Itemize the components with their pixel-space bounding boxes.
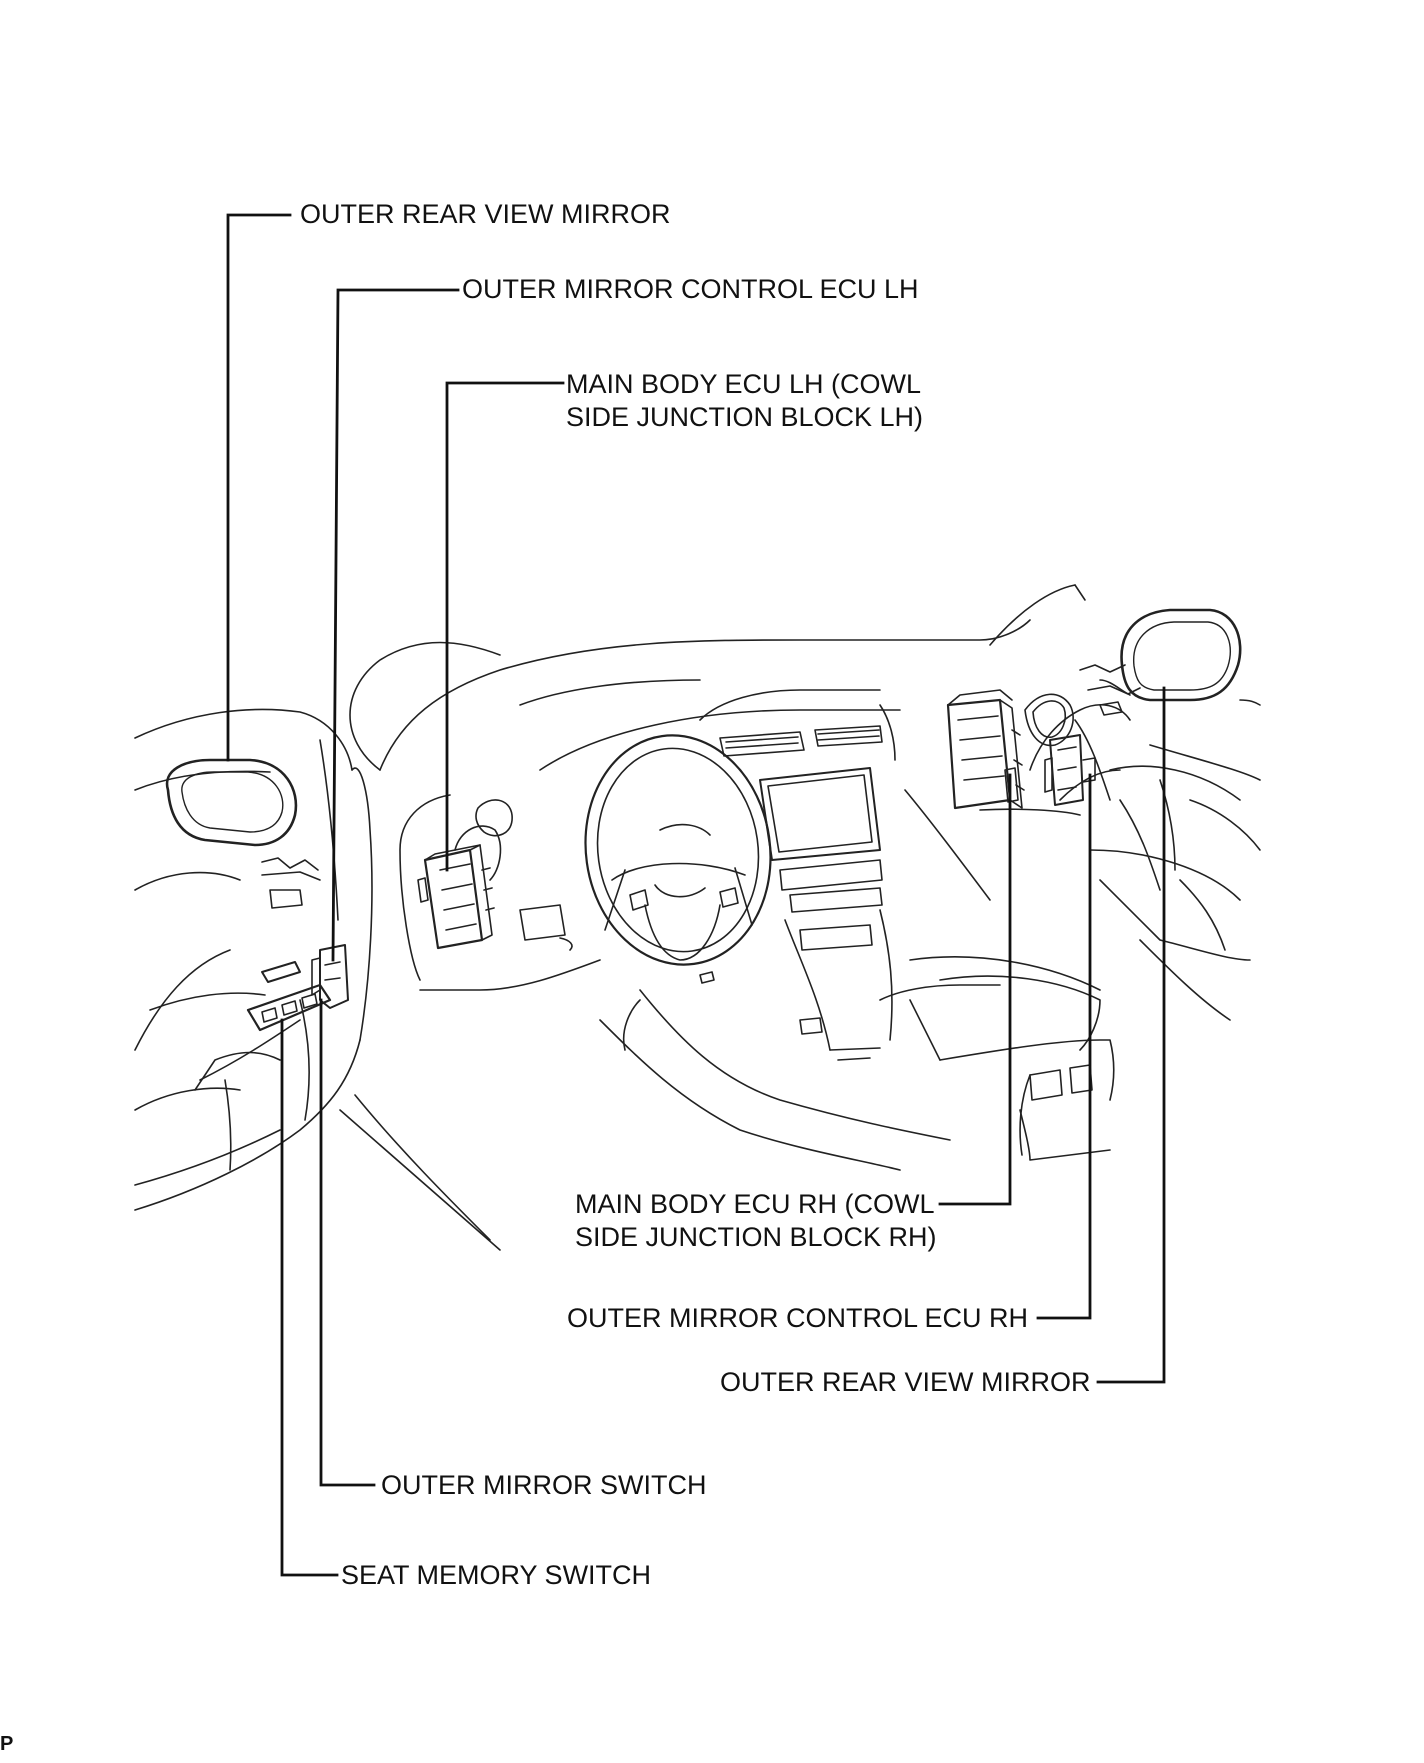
rh-outer-mirror-drawing bbox=[1079, 608, 1242, 716]
main-body-ecu-lh-drawing bbox=[417, 844, 495, 950]
lh-mirror-control-ecu-drawing bbox=[311, 944, 349, 1009]
leader-main-body-ecu-rh bbox=[938, 773, 1012, 1206]
steering-wheel-drawing bbox=[584, 734, 772, 984]
label-outer-rear-view-mirror-rh: OUTER REAR VIEW MIRROR bbox=[720, 1367, 1091, 1397]
label-outer-mirror-control-ecu-lh: OUTER MIRROR CONTROL ECU LH bbox=[462, 274, 919, 304]
center-console-drawing bbox=[879, 956, 1115, 1161]
door-switch-assembly-drawing bbox=[246, 961, 332, 1032]
label-seat-memory-switch: SEAT MEMORY SWITCH bbox=[341, 1560, 652, 1590]
left-door-panel-drawing bbox=[134, 708, 501, 1251]
leader-outer-mirror-switch bbox=[319, 998, 376, 1487]
leader-seat-memory-switch bbox=[280, 1018, 339, 1577]
rh-vent-drawing bbox=[1024, 693, 1074, 747]
leader-outer-mirror-control-ecu-rh bbox=[1036, 773, 1092, 1320]
label-outer-mirror-control-ecu-rh: OUTER MIRROR CONTROL ECU RH bbox=[567, 1303, 1029, 1333]
label-main-body-ecu-rh-line1: MAIN BODY ECU RH (COWL bbox=[575, 1189, 935, 1219]
leader-outer-rear-view-mirror-lh bbox=[226, 213, 292, 762]
main-body-ecu-rh-drawing bbox=[946, 689, 1025, 810]
leader-outer-mirror-control-ecu-lh bbox=[331, 288, 460, 962]
rh-mirror-control-ecu-drawing bbox=[1044, 734, 1096, 806]
center-stack-drawing bbox=[719, 725, 893, 1061]
label-outer-mirror-switch: OUTER MIRROR SWITCH bbox=[381, 1470, 707, 1500]
leader-outer-rear-view-mirror-rh bbox=[1096, 686, 1166, 1384]
label-main-body-ecu-lh-line1: MAIN BODY ECU LH (COWL bbox=[566, 369, 922, 399]
leader-main-body-ecu-lh bbox=[445, 381, 565, 872]
lh-outer-mirror-drawing bbox=[165, 758, 321, 909]
label-main-body-ecu-rh-line2: SIDE JUNCTION BLOCK RH) bbox=[575, 1222, 937, 1252]
label-main-body-ecu-lh-line2: SIDE JUNCTION BLOCK LH) bbox=[566, 402, 924, 432]
dashboard-drawing bbox=[349, 584, 1121, 1171]
reference-mark: P bbox=[0, 1733, 14, 1755]
right-door-panel-drawing bbox=[1029, 679, 1261, 1021]
label-outer-rear-view-mirror-lh: OUTER REAR VIEW MIRROR bbox=[300, 199, 671, 229]
